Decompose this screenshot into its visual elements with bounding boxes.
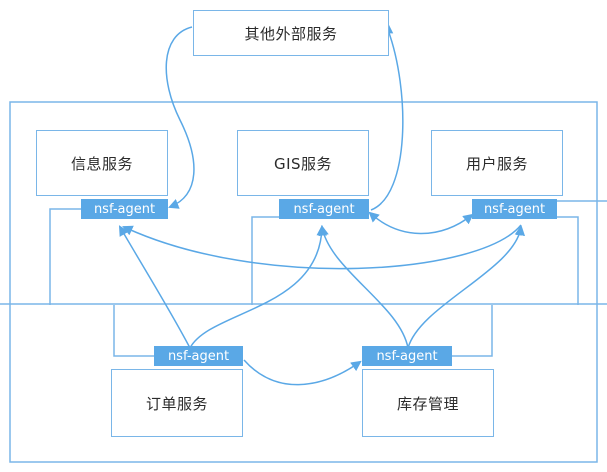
inventory-service-label: 库存管理 <box>396 394 459 413</box>
gis-service-label: GIS服务 <box>273 154 333 173</box>
user-agent: nsf-agent <box>472 199 557 219</box>
order-agent: nsf-agent <box>154 346 243 366</box>
arrow-order-to-inventory <box>243 359 362 386</box>
external-service-box: 其他外部服务 <box>193 10 389 56</box>
info-agent-label: nsf-agent <box>93 201 156 217</box>
inventory-agent: nsf-agent <box>362 346 452 366</box>
inventory-agent-label: nsf-agent <box>376 348 438 364</box>
order-service-label: 订单服务 <box>145 394 208 413</box>
info-agent: nsf-agent <box>81 199 168 219</box>
gis-service-box: GIS服务 <box>237 130 369 196</box>
arrow-gis-to-external <box>370 22 404 211</box>
gis-agent: nsf-agent <box>279 199 369 219</box>
user-service-label: 用户服务 <box>465 154 528 173</box>
external-service-label: 其他外部服务 <box>244 24 338 43</box>
info-agent-connector <box>49 208 81 305</box>
arrow-order-to-gis <box>189 224 328 349</box>
arrow-gis-user <box>368 211 474 235</box>
info-service-label: 信息服务 <box>70 154 133 173</box>
arrow-inventory-to-user <box>407 224 526 349</box>
arrow-external-to-info <box>165 26 195 209</box>
user-service-box: 用户服务 <box>431 130 563 196</box>
outer-service-boundary <box>9 101 598 463</box>
arrow-order-to-info <box>118 225 191 349</box>
order-agent-label: nsf-agent <box>167 348 230 364</box>
arrow-inventory-to-gis <box>318 224 409 349</box>
order-agent-connector <box>113 305 154 357</box>
gis-agent-connector <box>251 216 279 305</box>
inventory-agent-connector <box>452 305 493 357</box>
inventory-service-box: 库存管理 <box>362 369 494 437</box>
user-agent-connector <box>557 216 579 305</box>
gis-agent-label: nsf-agent <box>293 201 355 217</box>
arrow-user-to-info <box>122 224 522 270</box>
info-service-box: 信息服务 <box>36 130 168 196</box>
user-agent-label: nsf-agent <box>483 201 546 217</box>
order-service-box: 订单服务 <box>111 369 243 437</box>
